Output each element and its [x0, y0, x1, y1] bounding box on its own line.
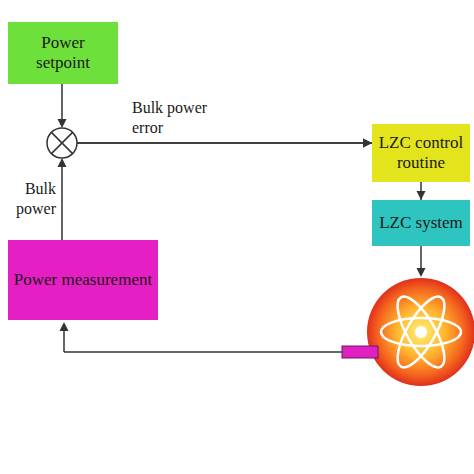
setpoint-box: Power setpoint: [8, 22, 118, 84]
arrow-head: [58, 119, 67, 128]
signal-line: [64, 351, 342, 353]
connector-arrow: [62, 84, 372, 143]
arrow-head: [60, 322, 69, 331]
control-box: LZC control routine: [372, 124, 470, 182]
system-box: LZC system: [372, 200, 470, 246]
node-text: LZC control routine: [377, 133, 465, 174]
summing-junction: [47, 128, 77, 158]
signal-label: Bulk power: [4, 179, 56, 219]
signal-line: [63, 331, 65, 352]
reactor-core: [367, 278, 474, 386]
arrow-head: [58, 158, 67, 167]
node-text: Power setpoint: [13, 33, 113, 74]
connector-line: [420, 246, 422, 268]
measurement-box: Power measurement: [8, 240, 158, 320]
connector-arrow: [420, 182, 422, 200]
node-text: LZC system: [379, 213, 463, 233]
arrow-head: [417, 268, 426, 277]
signal-label: Bulk power error: [132, 98, 242, 138]
connector-arrow: [62, 143, 372, 240]
node-text: Power measurement: [14, 270, 152, 290]
sensor-symbol: [342, 346, 378, 358]
